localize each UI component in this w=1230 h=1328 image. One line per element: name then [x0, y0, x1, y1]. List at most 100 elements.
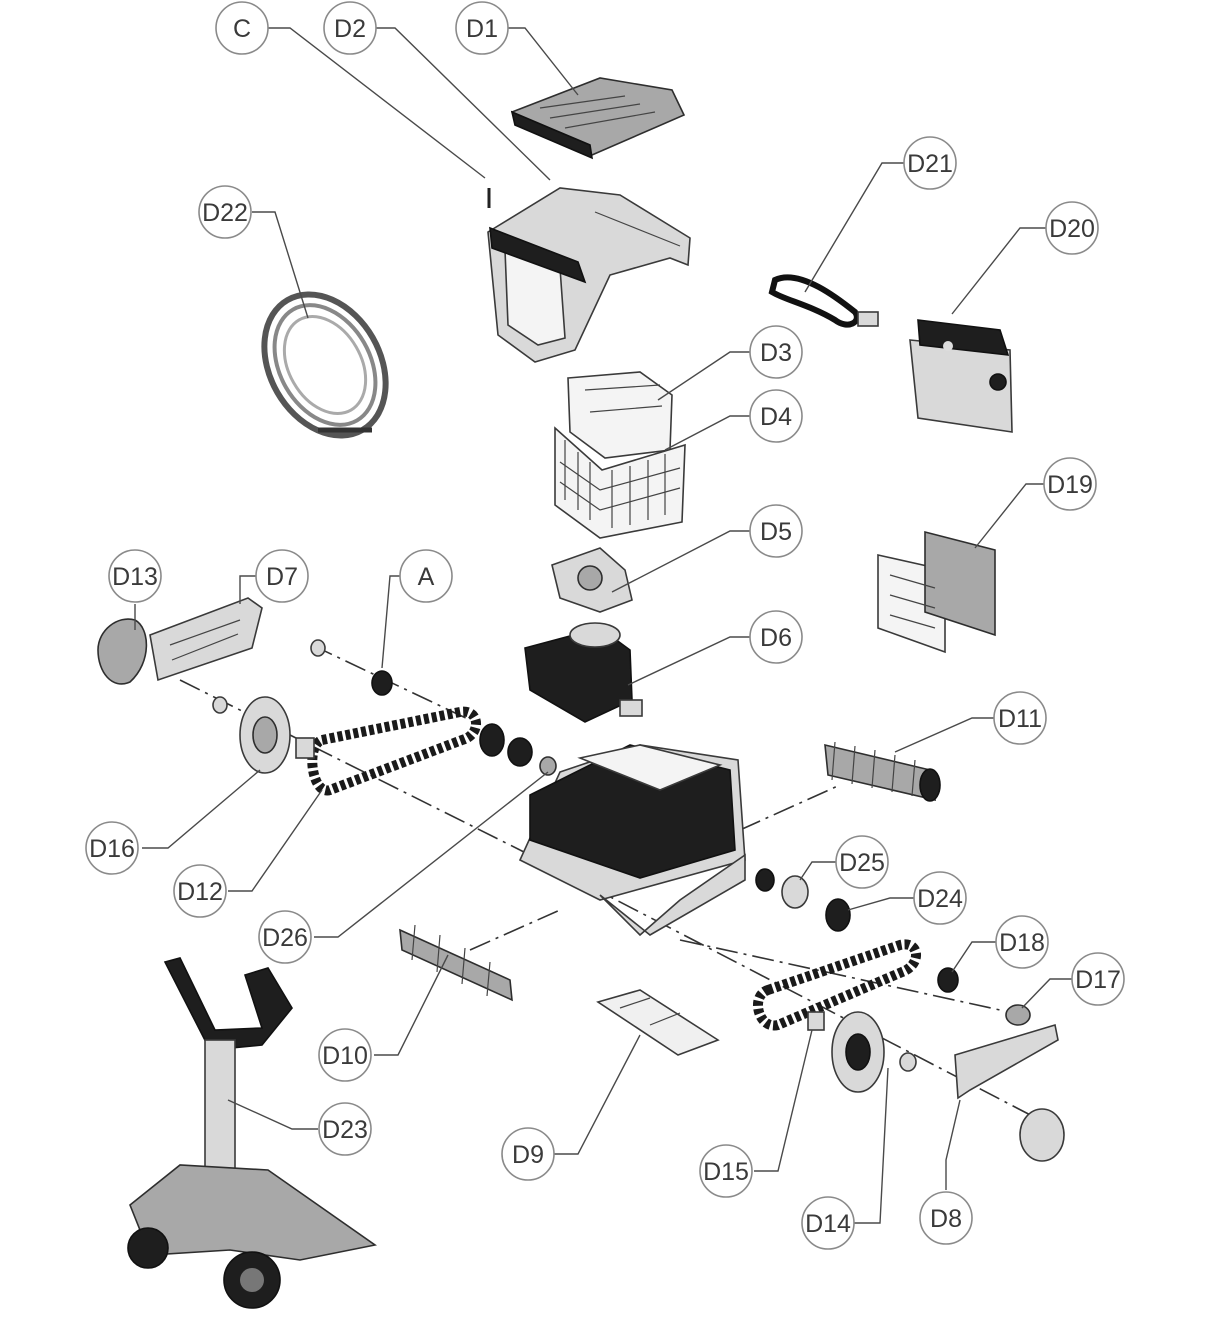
callout-d17: D17	[1071, 952, 1125, 1006]
callout-circle	[749, 325, 803, 379]
callout-d14: D14	[801, 1196, 855, 1250]
callout-label: D26	[262, 924, 308, 952]
callout-d6: D6	[749, 610, 803, 664]
callout-label: D12	[177, 878, 223, 906]
part-floating-cable	[261, 291, 389, 439]
callout-circle	[801, 1196, 855, 1250]
callout-circle	[1043, 457, 1097, 511]
callout-circle	[215, 1, 269, 55]
callout-circle	[255, 549, 309, 603]
callout-d7: D7	[255, 549, 309, 603]
part-caps-right	[937, 967, 1031, 1026]
callout-label: D13	[112, 563, 158, 591]
callout-label: D1	[466, 15, 498, 43]
callout-label: D20	[1049, 215, 1095, 243]
part-side-panel-left	[149, 597, 263, 682]
callout-circle	[318, 1102, 372, 1156]
callout-d11: D11	[993, 691, 1047, 745]
callout-d21: D21	[903, 136, 957, 190]
callout-circle	[835, 835, 889, 889]
callout-circle	[919, 1191, 973, 1245]
callout-label: D2	[334, 15, 366, 43]
callout-d10: D10	[318, 1028, 372, 1082]
callout-label: D19	[1047, 471, 1093, 499]
callout-label: D10	[322, 1042, 368, 1070]
callout-d5: D5	[749, 504, 803, 558]
callout-circle	[903, 136, 957, 190]
part-gears-right	[755, 868, 851, 932]
callout-label: D14	[805, 1210, 851, 1238]
callout-circle	[455, 1, 509, 55]
callout-circle	[993, 691, 1047, 745]
callout-label: D18	[999, 929, 1045, 957]
callout-d26: D26	[258, 910, 312, 964]
part-track-right	[753, 939, 921, 1031]
callout-circle	[399, 549, 453, 603]
callout-label: D15	[703, 1158, 749, 1186]
callout-d20: D20	[1045, 201, 1099, 255]
callout-a: A	[399, 549, 453, 603]
callout-circle	[699, 1144, 753, 1198]
callout-label: D7	[266, 563, 298, 591]
part-main-body	[518, 744, 746, 937]
callout-circle	[173, 864, 227, 918]
callout-circle	[198, 185, 252, 239]
part-support-bracket	[596, 989, 720, 1056]
callout-circle	[318, 1028, 372, 1082]
callout-label: D22	[202, 199, 248, 227]
part-top-cover	[510, 77, 686, 160]
callout-label: D9	[512, 1141, 544, 1169]
part-brush-roller-left	[399, 924, 513, 1002]
callout-d24: D24	[913, 871, 967, 925]
part-wheel-left	[212, 696, 291, 774]
callout-label: D25	[839, 849, 885, 877]
callout-label: D17	[1075, 966, 1121, 994]
callout-label: D8	[930, 1205, 962, 1233]
part-motor-unit	[524, 622, 643, 723]
callout-label: D16	[89, 835, 135, 863]
callout-d1: D1	[455, 1, 509, 55]
leader-lines	[134, 27, 1072, 1224]
part-power-supply	[909, 319, 1013, 433]
callout-circle	[995, 915, 1049, 969]
part-filter-panels	[877, 530, 996, 654]
callout-circle	[323, 1, 377, 55]
part-bushing-a	[310, 639, 393, 696]
callout-d22: D22	[198, 185, 252, 239]
callout-d3: D3	[749, 325, 803, 379]
callout-d4: D4	[749, 389, 803, 443]
part-power-cord	[768, 274, 879, 328]
callout-label: D4	[760, 403, 792, 431]
part-wheel-right	[831, 1011, 917, 1093]
callout-circle	[1071, 952, 1125, 1006]
callout-d13: D13	[108, 549, 162, 603]
callout-label: D24	[917, 885, 963, 913]
callout-d8: D8	[919, 1191, 973, 1245]
callout-circle	[749, 389, 803, 443]
part-track-left	[295, 706, 481, 796]
part-impeller-cover	[551, 547, 633, 613]
callout-d19: D19	[1043, 457, 1097, 511]
part-gear-set	[479, 723, 557, 776]
callout-c: C	[215, 1, 269, 55]
callout-label: D5	[760, 518, 792, 546]
callout-label: D21	[907, 150, 953, 178]
callout-d18: D18	[995, 915, 1049, 969]
callout-d12: D12	[173, 864, 227, 918]
callout-circle	[749, 504, 803, 558]
callout-d9: D9	[501, 1127, 555, 1181]
part-handle-frame	[487, 187, 691, 363]
callout-label: C	[233, 15, 251, 43]
callout-circle	[1045, 201, 1099, 255]
callout-circle	[108, 549, 162, 603]
callout-d16: D16	[85, 821, 139, 875]
callout-circle	[749, 610, 803, 664]
callout-circle	[258, 910, 312, 964]
callout-label: A	[418, 563, 435, 591]
callout-circle	[501, 1127, 555, 1181]
part-side-panel-right	[954, 1023, 1065, 1162]
part-caddy	[127, 957, 377, 1309]
part-side-cap-left	[97, 618, 148, 685]
